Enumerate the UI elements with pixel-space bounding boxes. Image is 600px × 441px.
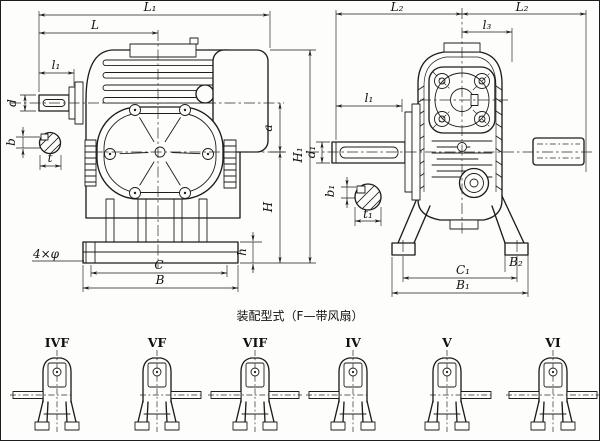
assembly-icon-ivf xyxy=(10,349,80,433)
dim-label-l3: l₃ xyxy=(483,18,492,32)
worm-key-section xyxy=(354,183,382,211)
key-notch xyxy=(356,185,366,194)
dim-label-b: b xyxy=(4,138,18,146)
dim-label-L2-right: L₂ xyxy=(515,0,529,14)
assembly-icon-iv xyxy=(306,349,376,433)
assembly-icon-v xyxy=(424,349,494,433)
dim-label-d1: d₁ xyxy=(304,146,318,159)
dim-label-L: L xyxy=(90,18,99,32)
dim-label-t1: t₁ xyxy=(363,207,373,221)
dim-label-H1: H₁ xyxy=(291,147,305,163)
front-view xyxy=(10,30,284,268)
fan-motor-cover xyxy=(212,49,269,153)
dim-label-B: B xyxy=(155,273,165,287)
dim-label-B2: B₂ xyxy=(508,255,523,269)
dim-label-d: d xyxy=(5,99,19,107)
dim-label-C1: C₁ xyxy=(456,263,470,277)
dim-label-C: C xyxy=(154,258,163,272)
shaft-key-section xyxy=(38,131,62,155)
keyway-slot-worm xyxy=(339,146,399,159)
oval-face-plate xyxy=(96,104,224,200)
bottom-cap xyxy=(449,219,479,230)
assembly-label-ivf: IVF xyxy=(45,335,70,350)
assembly-label-v: V xyxy=(441,335,452,350)
face-bolts xyxy=(104,104,214,199)
assembly-label-vf: VF xyxy=(147,335,167,350)
top-cover xyxy=(129,43,197,58)
dim-label-a: a xyxy=(261,124,275,131)
assembly-icon-vf xyxy=(134,349,204,433)
assembly-icon-vi xyxy=(506,349,600,433)
detached-output-shaft xyxy=(532,137,585,166)
foundation-hole xyxy=(85,241,96,264)
dim-label-l1: l₁ xyxy=(52,58,61,72)
dim-label-h: h xyxy=(235,248,249,256)
dim-label-L1: L₁ xyxy=(143,0,157,14)
assembly-caption: 装配型式（F—带风扇） xyxy=(237,308,364,323)
base-plate xyxy=(82,241,239,264)
front-view-dimensions: L₁ L l₁ d b t 4×φ C B h a H H₁ xyxy=(4,0,316,292)
side-centerlines xyxy=(308,8,594,236)
assembly-icon-vif xyxy=(208,349,302,433)
lifting-eye-boss xyxy=(195,84,215,104)
assembly-label-vif: VIF xyxy=(242,335,268,350)
key-notch xyxy=(40,133,49,141)
dim-label-t: t xyxy=(48,151,53,165)
bearing-boss xyxy=(458,167,490,199)
dim-label-l1-side: l₁ xyxy=(365,91,374,105)
side-feet xyxy=(391,195,529,256)
dim-label-holes: 4×φ xyxy=(32,247,60,261)
side-view-dimensions: L₂ L₂ l₃ l₁ d₁ b₁ t₁ B₂ C₁ B₁ xyxy=(304,0,587,297)
side-view xyxy=(308,8,594,256)
dim-label-H: H xyxy=(261,201,275,213)
dim-label-L2-left: L₂ xyxy=(390,0,404,14)
dim-label-b1: b₁ xyxy=(323,185,337,198)
breather-plug xyxy=(189,37,199,45)
assembly-label-iv: IV xyxy=(345,335,361,350)
dim-label-B1: B₁ xyxy=(455,278,470,292)
front-centerlines xyxy=(10,30,284,268)
assembly-icons: IVF VF VIF IV V VI xyxy=(10,335,600,433)
assembly-label-vi: VI xyxy=(544,335,561,350)
